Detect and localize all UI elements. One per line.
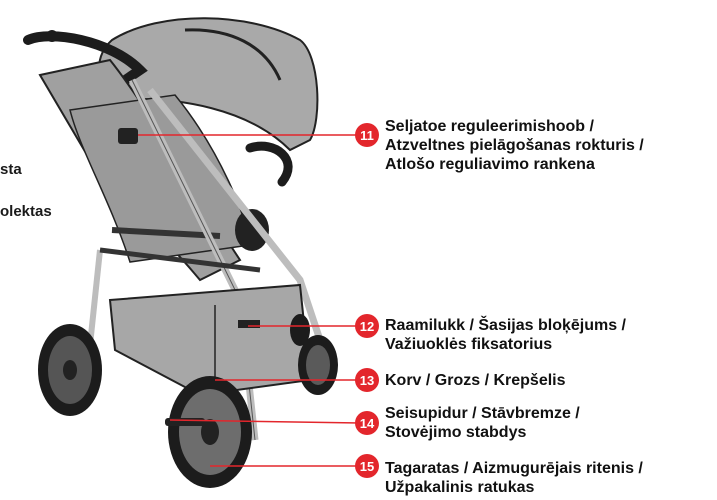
edge-label-1: sta	[0, 161, 22, 178]
callout-14-line-1: Seisupidur / Stāvbremze /	[385, 405, 580, 422]
callout-text-12: Raamilukk / Šasijas bloķējums / Važiuokl…	[385, 316, 626, 354]
callout-11-line-3: Atlošo reguliavimo rankena	[385, 156, 595, 173]
callout-13-line-1: Korv / Grozs / Krepšelis	[385, 372, 566, 389]
callout-text-11: Seljatoe reguleerimishoob / Atzveltnes p…	[385, 117, 644, 174]
callout-badge-15: 15	[355, 454, 379, 478]
callout-badge-12: 12	[355, 314, 379, 338]
callout-badge-13: 13	[355, 368, 379, 392]
callout-15-line-2: Užpakalinis ratukas	[385, 479, 535, 496]
callout-12-line-2: Važiuoklės fiksatorius	[385, 336, 553, 353]
callout-11-line-2: Atzveltnes pielāgošanas rokturis /	[385, 137, 644, 154]
callout-text-14: Seisupidur / Stāvbremze / Stovėjimo stab…	[385, 404, 580, 442]
callout-text-15: Tagaratas / Aizmugurējais ritenis / Užpa…	[385, 459, 643, 497]
recline-handle	[118, 128, 138, 144]
callout-12-line-1: Raamilukk / Šasijas bloķējums /	[385, 317, 626, 334]
callout-11-line-1: Seljatoe reguleerimishoob /	[385, 118, 594, 135]
callout-text-13: Korv / Grozs / Krepšelis	[385, 371, 566, 390]
callout-14-line-2: Stovėjimo stabdys	[385, 424, 527, 441]
callout-badge-11: 11	[355, 123, 379, 147]
callout-15-line-1: Tagaratas / Aizmugurējais ritenis /	[385, 460, 643, 477]
callout-badge-14: 14	[355, 411, 379, 435]
edge-label-2: olektas	[0, 203, 52, 220]
